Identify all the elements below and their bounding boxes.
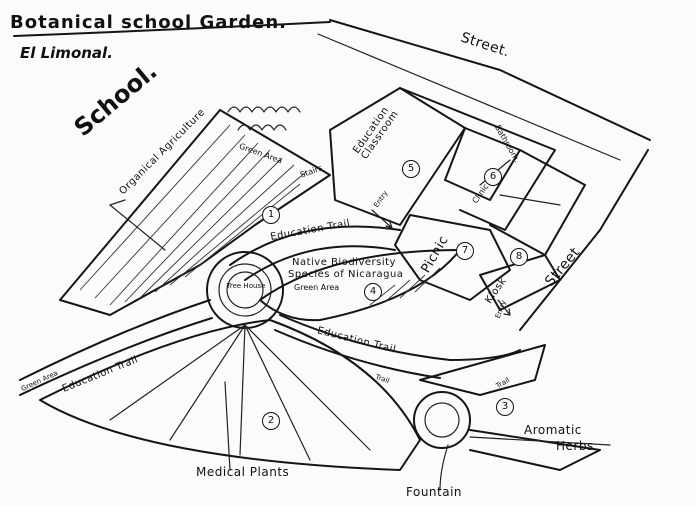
picnic-kiosk-area — [394, 214, 561, 311]
aromatic-leader — [469, 436, 611, 446]
fountain-label: Fountain — [406, 485, 463, 499]
green-area-center-label: Green Area — [294, 283, 340, 292]
species-label: Species of Nicaragua — [288, 269, 404, 280]
education-classroom-building — [329, 87, 556, 231]
upper-education-trail — [229, 225, 401, 281]
zone-number-3: 3 — [496, 398, 514, 416]
aromatic-label: Aromatic — [524, 423, 582, 437]
left-education-trail — [19, 299, 213, 396]
organic-leader — [109, 199, 166, 251]
zone-number-2: 2 — [262, 412, 280, 430]
lower-education-trail — [274, 314, 521, 379]
fountain-circle — [413, 391, 471, 491]
medical-leader — [224, 381, 231, 471]
tree-house-label: Tree House — [226, 282, 266, 290]
street-top-edge — [329, 19, 651, 141]
zone-number-1: 1 — [262, 206, 280, 224]
zone-number-4: 4 — [364, 283, 382, 301]
entry-arrow-left — [371, 209, 393, 229]
title-underline — [13, 21, 331, 37]
zone-number-7: 7 — [456, 242, 474, 260]
aromatic-herbs-area — [419, 344, 601, 471]
street-right-edge — [519, 149, 649, 331]
map-title: Botanical school Garden. — [10, 12, 287, 33]
medical-plants-label: Medical Plants — [196, 465, 290, 479]
herbs-label: Herbs — [556, 439, 594, 453]
street-top-curb — [317, 33, 621, 161]
native-biodiversity-label: Native Biodiversity — [292, 257, 396, 268]
native-biodiversity-area — [259, 249, 461, 322]
zone-number-6: 6 — [484, 168, 502, 186]
location-label: El Limonal. — [20, 44, 113, 62]
organic-agriculture-plot — [59, 109, 331, 316]
green-area-shrubs — [227, 106, 301, 131]
entry-arrow-right — [497, 299, 511, 316]
tree-house-circle — [206, 251, 284, 329]
medical-plants-fan — [39, 319, 421, 471]
zone-number-8: 8 — [510, 248, 528, 266]
zone-number-5: 5 — [402, 160, 420, 178]
